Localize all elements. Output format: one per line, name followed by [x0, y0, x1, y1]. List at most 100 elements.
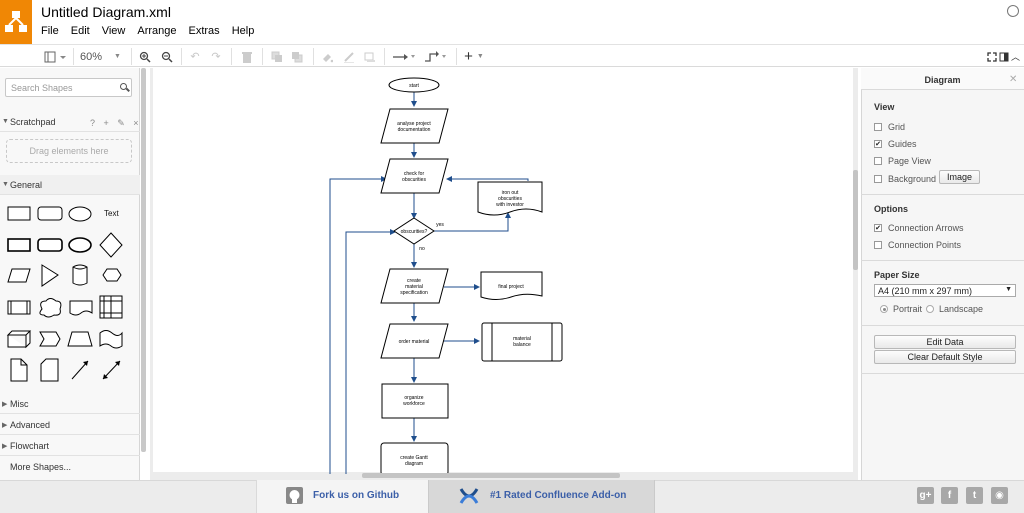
insert-plus-icon[interactable]: +▼	[464, 48, 484, 65]
grid-checkbox-row[interactable]: Grid	[874, 122, 905, 132]
create-material-node	[380, 268, 449, 304]
rounded-bold-shape	[37, 238, 63, 252]
iron-label-1: iron out	[502, 190, 519, 196]
analyse-node	[380, 108, 449, 144]
line-color-icon[interactable]	[342, 49, 356, 64]
zoom-in-icon[interactable]	[138, 49, 152, 64]
drawio-logo[interactable]	[0, 0, 32, 44]
chevron-down-icon: ▼	[114, 53, 121, 60]
zoom-dropdown[interactable]: 60% ▼	[80, 49, 121, 64]
fill-color-icon[interactable]	[320, 49, 334, 64]
zoom-value: 60%	[80, 50, 103, 63]
divider	[861, 194, 1024, 195]
format-panel-title: Diagram	[861, 68, 1024, 90]
delete-icon[interactable]	[240, 49, 254, 64]
language-globe-icon[interactable]	[1007, 5, 1019, 17]
github-link[interactable]: Fork us on Github	[313, 490, 400, 501]
rectangle-shape	[7, 206, 31, 221]
connection-points-row[interactable]: Connection Points	[874, 240, 961, 250]
landscape-label: Landscape	[939, 304, 984, 314]
document-title[interactable]: Untitled Diagram.xml	[41, 4, 171, 20]
to-back-icon[interactable]	[290, 49, 304, 64]
github-banner[interactable]	[256, 480, 428, 513]
rectangle-bold-shape	[7, 238, 31, 252]
order-node	[380, 323, 449, 359]
shadow-icon[interactable]	[363, 49, 377, 64]
scratchpad-tools[interactable]: ? + ✎ ×	[90, 118, 142, 128]
scratchpad-label: Scratchpad	[10, 117, 56, 127]
trapezoid-shape	[67, 331, 93, 347]
menu-edit[interactable]: Edit	[70, 25, 90, 37]
divider	[861, 260, 1024, 261]
misc-section-header[interactable]: ▶ Misc	[0, 394, 140, 414]
clear-default-style-button[interactable]: Clear Default Style	[874, 350, 1016, 364]
menu-file[interactable]: File	[41, 25, 59, 37]
menu-extras[interactable]: Extras	[188, 25, 220, 37]
menu-view[interactable]: View	[101, 25, 126, 37]
waypoints-icon[interactable]	[424, 49, 448, 64]
toolbar-separator	[131, 48, 132, 65]
misc-label: Misc	[10, 399, 29, 409]
balance-label-2: balance	[513, 342, 531, 348]
page-view-checkbox[interactable]	[874, 157, 882, 165]
collapse-chevron-up-icon[interactable]: ︿	[1010, 52, 1020, 62]
redo-icon[interactable]: ↷	[211, 51, 221, 63]
portrait-radio-row[interactable]: Portrait	[880, 304, 922, 314]
iron-label-2: obscurities	[498, 196, 522, 202]
connection-arrows-label: Connection Arrows	[888, 223, 964, 233]
diagram-page[interactable]	[153, 68, 853, 472]
flowchart-section-header[interactable]: ▶ Flowchart	[0, 436, 140, 456]
advanced-label: Advanced	[10, 420, 51, 430]
guides-checkbox[interactable]: ✔	[874, 140, 882, 148]
canvas-vertical-scrollbar[interactable]	[853, 170, 858, 270]
order-label: order material	[399, 339, 430, 345]
connection-style-icon[interactable]	[392, 49, 416, 64]
step-shape	[39, 331, 61, 347]
format-panel-icon[interactable]	[998, 49, 1009, 64]
portrait-radio[interactable]	[880, 305, 888, 313]
scratchpad-dropzone[interactable]: Drag elements here	[6, 139, 132, 163]
sidebar-scrollbar[interactable]	[141, 68, 146, 452]
search-icon[interactable]	[120, 83, 127, 90]
landscape-radio[interactable]	[926, 305, 934, 313]
flowchart-diagram[interactable]: start analyse project documentation chec…	[150, 68, 856, 474]
twitter-icon[interactable]: t	[966, 487, 983, 504]
page-view-checkbox-row[interactable]: Page View	[874, 156, 931, 166]
fullscreen-icon[interactable]	[986, 49, 997, 64]
search-shapes-input[interactable]: Search Shapes	[5, 78, 132, 97]
connection-arrows-row[interactable]: ✔ Connection Arrows	[874, 223, 964, 233]
google-plus-icon[interactable]: g+	[917, 487, 934, 504]
paper-size-select[interactable]: A4 (210 mm x 297 mm) ▼	[874, 284, 1016, 297]
background-checkbox[interactable]	[874, 175, 882, 183]
github-icon[interactable]: ◉	[991, 487, 1008, 504]
format-panel-toggle-icon[interactable]	[42, 49, 68, 64]
edit-data-button[interactable]: Edit Data	[874, 335, 1016, 349]
more-shapes-link[interactable]: More Shapes...	[10, 462, 72, 472]
general-section-header[interactable]: ▼ General	[0, 175, 140, 195]
connection-points-checkbox[interactable]	[874, 241, 882, 249]
general-label: General	[10, 180, 43, 190]
ellipse-bold-shape	[68, 237, 92, 253]
menu-arrange[interactable]: Arrange	[137, 25, 177, 37]
canvas-horizontal-scrollbar[interactable]	[362, 473, 620, 478]
advanced-section-header[interactable]: ▶ Advanced	[0, 415, 140, 435]
grid-checkbox[interactable]	[874, 123, 882, 131]
undo-icon[interactable]: ↶	[190, 51, 200, 63]
scratchpad-header[interactable]: ▼ Scratchpad	[0, 112, 140, 132]
guides-label: Guides	[888, 139, 917, 149]
menu-help[interactable]: Help	[231, 25, 255, 37]
facebook-icon[interactable]: f	[941, 487, 958, 504]
to-front-icon[interactable]	[270, 49, 284, 64]
text-shape[interactable]: Text	[104, 209, 119, 218]
zoom-out-icon[interactable]	[160, 49, 174, 64]
create-material-label-1: create	[407, 278, 421, 284]
hexagon-shape	[102, 268, 122, 282]
confluence-link[interactable]: #1 Rated Confluence Add-on	[490, 490, 627, 501]
expand-arrow-icon: ▶	[2, 443, 8, 450]
landscape-radio-row[interactable]: Landscape	[926, 304, 983, 314]
connection-arrows-checkbox[interactable]: ✔	[874, 224, 882, 232]
image-button[interactable]: Image	[939, 170, 980, 184]
close-icon[interactable]: ✕	[1009, 74, 1018, 85]
guides-checkbox-row[interactable]: ✔ Guides	[874, 139, 917, 149]
background-checkbox-row[interactable]: Background	[874, 174, 936, 184]
